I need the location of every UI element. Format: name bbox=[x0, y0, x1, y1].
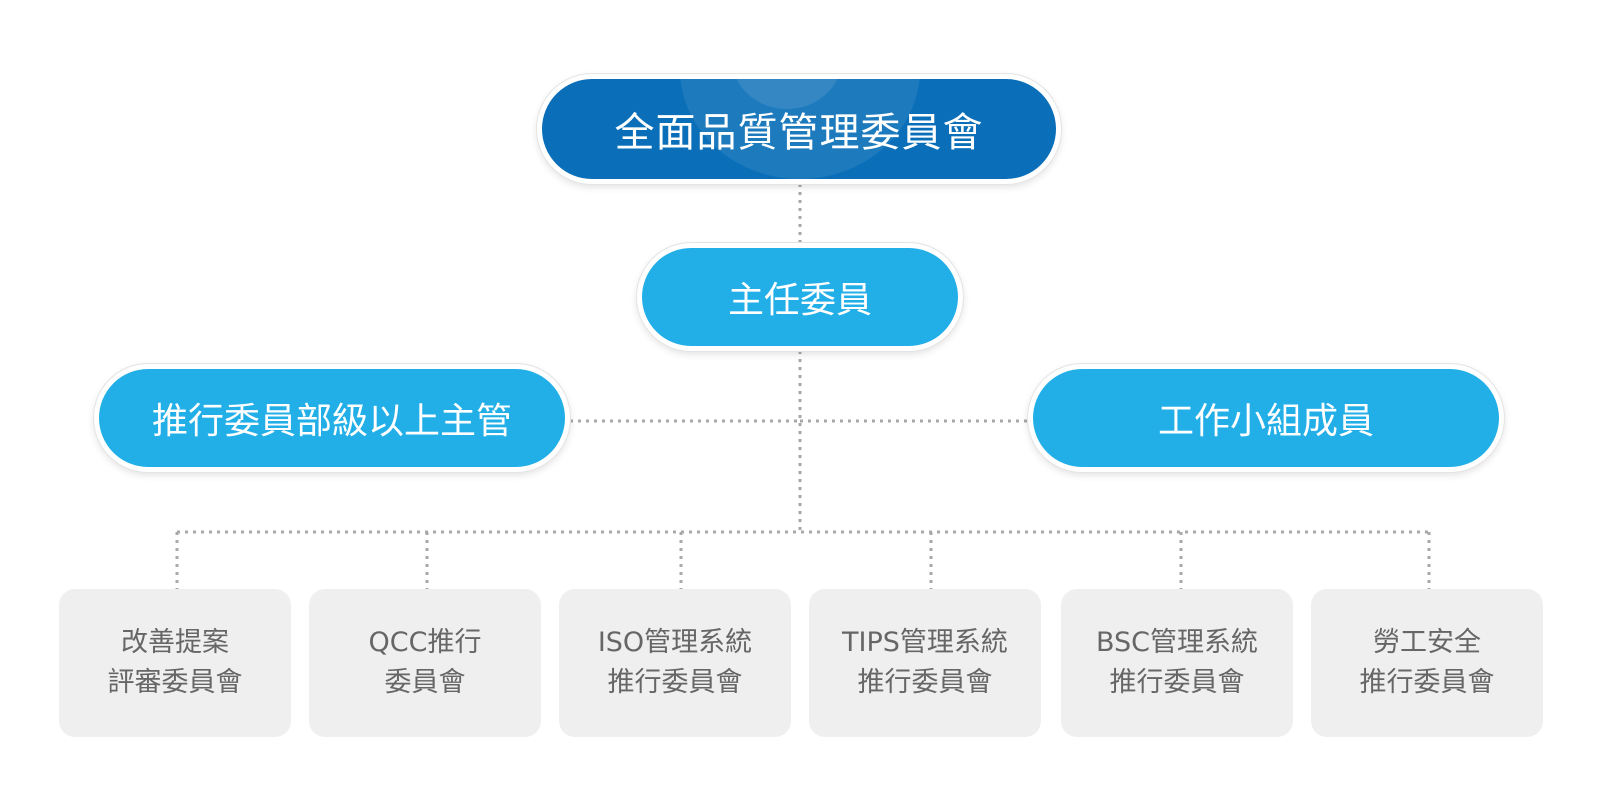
committee-line1: QCC推行 bbox=[368, 627, 482, 658]
committee-line1: 改善提案 bbox=[121, 627, 229, 658]
committee-line1: BSC管理系統 bbox=[1095, 627, 1259, 658]
committee-line2: 推行委員會 bbox=[1109, 667, 1245, 698]
chair-node: 主任委員 bbox=[637, 243, 963, 351]
committee-box: TIPS管理系統 推行委員會 bbox=[809, 589, 1041, 737]
top-committee-label: 全面品質管理委員會 bbox=[614, 110, 984, 156]
chair-label: 主任委員 bbox=[727, 280, 872, 321]
right-group-node: 工作小組成員 bbox=[1028, 364, 1504, 472]
left-group-label: 推行委員部級以上主管 bbox=[151, 401, 512, 442]
committee-line2: 推行委員會 bbox=[857, 667, 993, 698]
committee-line2: 推行委員會 bbox=[1359, 667, 1495, 698]
committee-box: BSC管理系統 推行委員會 bbox=[1061, 589, 1293, 737]
committee-line2: 推行委員會 bbox=[607, 667, 743, 698]
left-group-node: 推行委員部級以上主管 bbox=[94, 364, 570, 472]
committee-box: 勞工安全 推行委員會 bbox=[1311, 589, 1543, 737]
committee-line1: ISO管理系統 bbox=[597, 627, 753, 658]
committee-box: QCC推行 委員會 bbox=[309, 589, 541, 737]
top-committee-node: 全面品質管理委員會 bbox=[537, 74, 1061, 184]
committee-line2: 委員會 bbox=[384, 667, 466, 698]
right-group-label: 工作小組成員 bbox=[1157, 401, 1374, 442]
committee-line1: 勞工安全 bbox=[1373, 627, 1481, 658]
committee-box: ISO管理系統 推行委員會 bbox=[559, 589, 791, 737]
committee-line1: TIPS管理系統 bbox=[842, 627, 1008, 658]
committee-line2: 評審委員會 bbox=[107, 667, 243, 698]
committee-box: 改善提案 評審委員會 bbox=[59, 589, 291, 737]
